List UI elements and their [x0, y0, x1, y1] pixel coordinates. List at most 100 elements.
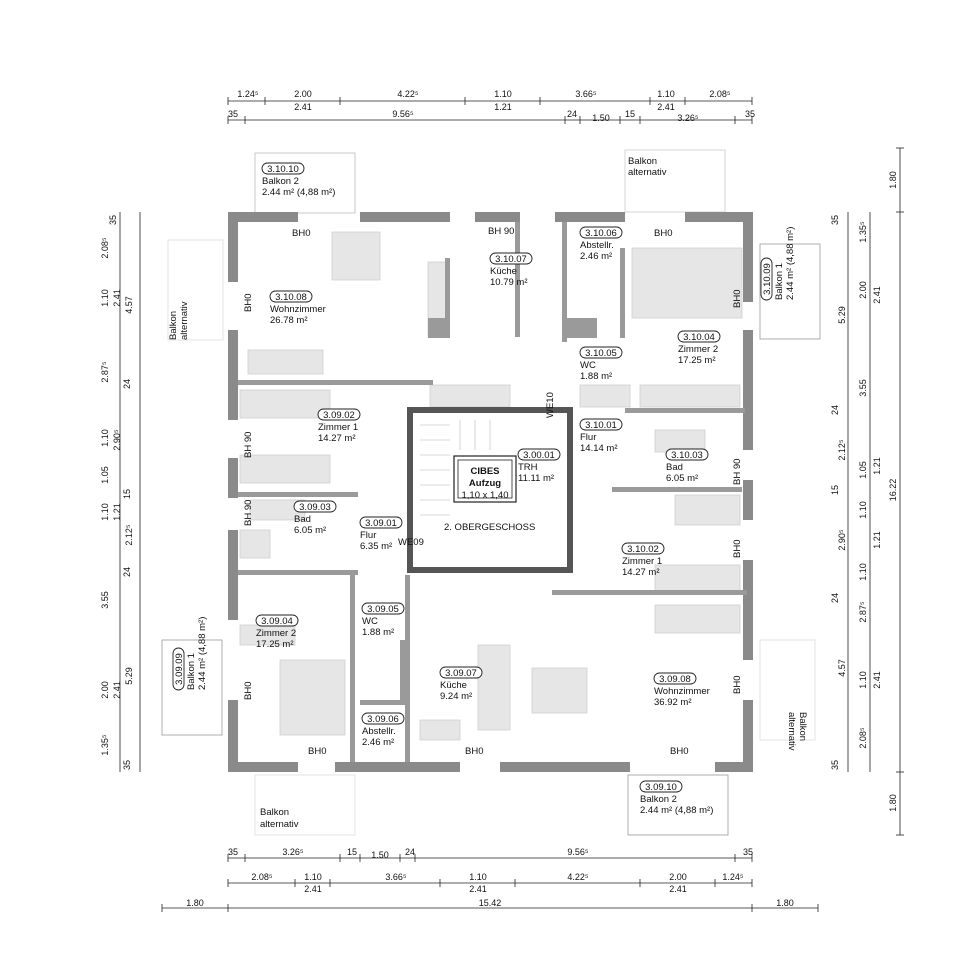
bh-label: BH0 [292, 228, 310, 239]
room-id: 3.10.04 [683, 332, 715, 343]
room-id-pill [172, 647, 185, 691]
dim-label: 2.00 [294, 89, 312, 99]
dim-label: 15.42 [479, 898, 502, 908]
room-id: 3.09.07 [445, 668, 477, 679]
bh-label: BH 90 [488, 226, 514, 237]
balkon-alt-label: alternativ [179, 301, 190, 340]
dim-label: 2.41 [669, 884, 687, 894]
room-id-pill [579, 418, 623, 431]
dim-label: 35 [108, 215, 118, 225]
dim-label: 1.21 [872, 531, 882, 549]
dim-label: 1.10 [858, 501, 868, 519]
room-area: 2.44 m² (4,88 m²) [785, 227, 796, 300]
dimension-right-labels: 35 1.35⁵ 2.00 2.41 5.29 3.55 24 2.12⁵ 1.… [830, 171, 898, 812]
dim-label: 9.56⁵ [567, 847, 589, 857]
dim-label: 3.55 [100, 591, 110, 609]
dim-label: 1.05 [858, 461, 868, 479]
room-id: 3.09.05 [367, 604, 399, 615]
bh-label: BH 90 [243, 432, 254, 458]
dim-label: 1.10 [858, 671, 868, 689]
room-id-pill [439, 666, 483, 679]
balkon-alt-label: alternativ [786, 712, 797, 751]
balkon-alt-label: Balkon [168, 311, 179, 340]
dim-label: 4.57 [837, 659, 847, 677]
dim-label: 1.35⁵ [100, 734, 110, 756]
room-area: 17.25 m² [678, 355, 716, 366]
dim-label: 1.80 [776, 898, 794, 908]
dim-label: 35 [228, 847, 238, 857]
room-area: 2.44 m² (4,88 m²) [640, 805, 713, 816]
dim-label: 1.80 [888, 794, 898, 812]
room-name: WC [362, 616, 378, 627]
bh-label: BH0 [732, 290, 743, 308]
room-id: 3.10.07 [495, 254, 527, 265]
dim-label: 3.26⁵ [677, 113, 699, 123]
entrance-label: WE10 [545, 392, 556, 418]
room-id: 3.09.08 [659, 674, 691, 685]
dim-label: 24 [830, 593, 840, 603]
elevator-type: Aufzug [469, 478, 501, 489]
room-area: 14.14 m² [580, 443, 618, 454]
bh-label: BH0 [654, 228, 672, 239]
balconies [161, 149, 821, 836]
room-id: 3.09.04 [261, 616, 293, 627]
room-area: 1.88 m² [362, 627, 394, 638]
dim-label: 1.10 [657, 89, 675, 99]
bh-labels: BH0 BH 90 BH0 BH0 BH0 BH 90 BH 90 BH 90 … [243, 226, 743, 757]
bh-label: BH0 [465, 746, 483, 757]
room-id: 3.10.10 [267, 164, 299, 175]
room-area: 6.05 m² [666, 473, 698, 484]
room-name: Abstellr. [580, 240, 614, 251]
dimension-bottom [161, 854, 819, 912]
room-name: Balkon 1 [774, 263, 785, 300]
dim-label: 35 [228, 109, 238, 119]
room-id-pill [361, 602, 405, 615]
room-id: 3.09.03 [299, 502, 331, 513]
dim-label: 9.56⁵ [392, 109, 414, 119]
dim-label: 2.90⁵ [837, 529, 847, 551]
dim-label: 1.24⁵ [237, 89, 259, 99]
room-id: 3.00.01 [523, 450, 555, 461]
room-name: Wohnzimmer [654, 686, 710, 697]
dim-label: 2.12⁵ [124, 524, 134, 546]
dim-label: 5.29 [124, 667, 134, 685]
balkon-alt-label: Balkon [797, 712, 808, 741]
room-area: 2.46 m² [362, 737, 394, 748]
dim-label: 2.87⁵ [100, 361, 110, 383]
room-name: Zimmer 1 [318, 422, 358, 433]
dim-label: 1.10 [858, 563, 868, 581]
room-name: Küche [440, 680, 467, 691]
dim-label: 3.26⁵ [282, 847, 304, 857]
dim-label: 1.05 [100, 466, 110, 484]
dim-label: 2.41 [304, 884, 322, 894]
room-area: 14.27 m² [318, 433, 356, 444]
room-id-pill [665, 448, 709, 461]
dim-label: 2.41 [112, 289, 122, 307]
room-id-pill [489, 252, 533, 265]
room-id: 3.10.05 [585, 348, 617, 359]
balkon-alt-label: Balkon [260, 807, 289, 818]
room-id-pill [517, 448, 561, 461]
dim-label: 1.50 [592, 113, 610, 123]
dim-label: 1.24⁵ [722, 872, 744, 882]
dim-label: 1.10 [304, 872, 322, 882]
bh-label: BH 90 [243, 500, 254, 526]
bh-label: BH0 [308, 746, 326, 757]
dim-label: 4.22⁵ [567, 872, 589, 882]
room-name: Küche [490, 266, 517, 277]
exterior-walls [228, 212, 753, 772]
elevator-brand: CIBES [470, 466, 499, 477]
balkon-alt-label: Balkon [628, 156, 657, 167]
